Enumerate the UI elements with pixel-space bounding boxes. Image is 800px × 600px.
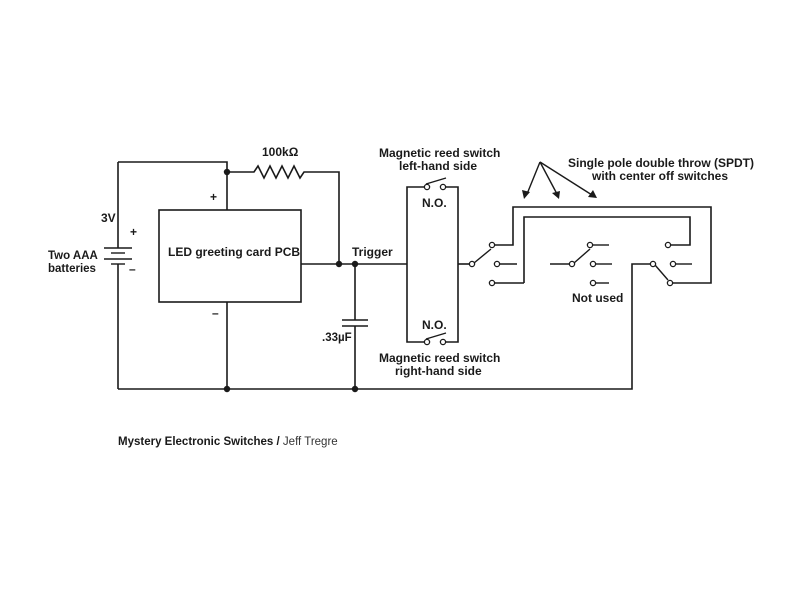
battery-label-line1: Two AAA: [48, 250, 98, 262]
spdt-callout-arrows: [522, 161, 597, 199]
junction-dot: [223, 168, 231, 176]
pcb-minus-sign: –: [212, 306, 219, 320]
pcb-label: LED greeting card PCB: [168, 245, 300, 259]
not-used-label: Not used: [572, 291, 623, 305]
reed-bottom-label-line1: Magnetic reed switch: [379, 351, 500, 365]
bottom-wire: [118, 263, 650, 390]
junction-dot: [335, 260, 343, 268]
trigger-label: Trigger: [352, 245, 393, 259]
spdt-switch-3: [649, 241, 692, 287]
junction-dot: [351, 385, 359, 393]
reed-top-label-line1: Magnetic reed switch: [379, 146, 500, 160]
pcb-box: [158, 209, 302, 303]
reed-switch-bottom: [406, 264, 459, 346]
top-wire: [118, 161, 228, 210]
caption-separator: /: [276, 436, 280, 448]
figure-caption: Mystery Electronic Switches / Jeff Tregr…: [118, 436, 338, 448]
resistor: [227, 164, 340, 264]
reed-bottom-label-line2: right-hand side: [395, 364, 482, 378]
resistor-label: 100kΩ: [262, 145, 299, 159]
capacitor-label: .33µF: [322, 332, 352, 344]
spdt-switch-1: [468, 206, 712, 287]
junction-dot: [223, 385, 231, 393]
spdt-switch-2: [550, 241, 612, 287]
battery-plus-sign: +: [130, 225, 137, 239]
pcb-plus-sign: +: [210, 190, 217, 204]
battery-voltage-label: 3V: [101, 211, 116, 225]
reed-switch-top: [406, 177, 459, 264]
spdt-label-line1: Single pole double throw (SPDT): [568, 156, 754, 170]
capacitor: [342, 264, 368, 389]
battery: [104, 162, 132, 389]
caption-title: Mystery Electronic Switches: [118, 436, 274, 448]
spdt-label-line2: with center off switches: [591, 169, 728, 183]
reed-top-label-line2: left-hand side: [399, 159, 477, 173]
reed-bottom-no-label: N.O.: [422, 318, 447, 332]
caption-author: Jeff Tregre: [282, 436, 338, 448]
reed-top-no-label: N.O.: [422, 196, 447, 210]
battery-minus-sign: –: [129, 262, 136, 276]
battery-label-line2: batteries: [48, 263, 96, 275]
